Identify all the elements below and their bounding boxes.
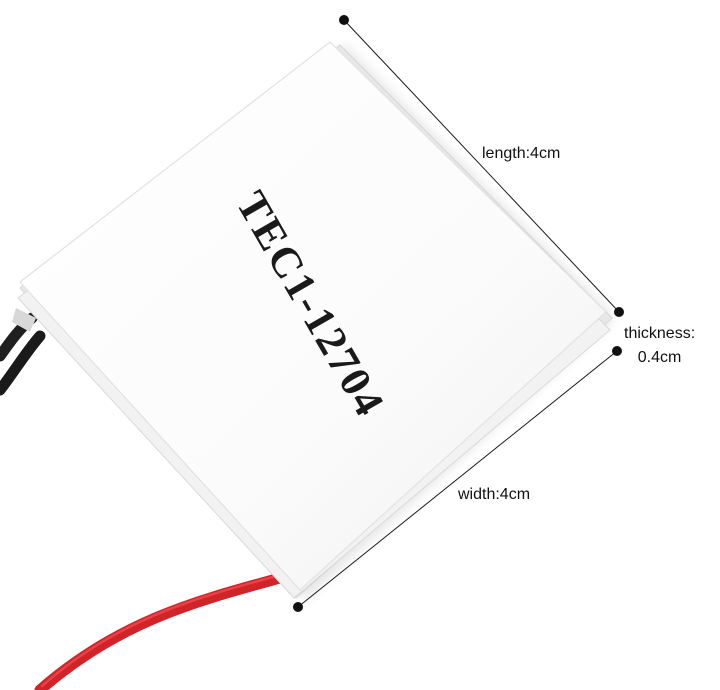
length-label: length:4cm — [482, 145, 561, 162]
wire-insulation-tip — [12, 308, 36, 332]
width-endpoint-left — [293, 602, 303, 612]
thickness-label: thickness: 0.4cm — [624, 322, 695, 370]
ceramic-plate — [19, 41, 607, 591]
thickness-label-line1: thickness: — [624, 325, 696, 342]
width-dimension-line — [297, 350, 618, 608]
length-dimension-line — [343, 19, 620, 313]
red-wire — [34, 572, 286, 690]
width-label: width:4cm — [458, 486, 531, 503]
length-endpoint-top — [339, 15, 349, 25]
length-endpoint-bottom — [614, 307, 624, 317]
thickness-label-line2: 0.4cm — [637, 349, 682, 366]
red-wire-highlight — [40, 573, 282, 688]
black-wire-lower — [0, 330, 46, 396]
width-endpoint-right — [612, 346, 622, 356]
